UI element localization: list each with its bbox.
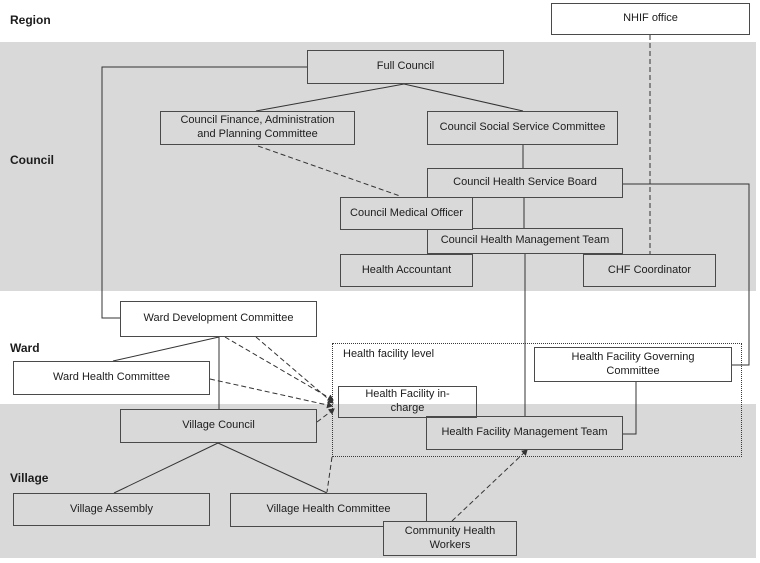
node-health-accountant: Health Accountant bbox=[340, 254, 473, 287]
node-council-medical-officer: Council Medical Officer bbox=[340, 197, 473, 230]
node-village-council: Village Council bbox=[120, 409, 317, 443]
node-chf-coordinator: CHF Coordinator bbox=[583, 254, 716, 287]
node-council-health-service-board: Council Health Service Board bbox=[427, 168, 623, 198]
node-council-finance-committee: Council Finance, Administration and Plan… bbox=[160, 111, 355, 145]
node-village-assembly: Village Assembly bbox=[13, 493, 210, 526]
node-ward-development-committee: Ward Development Committee bbox=[120, 301, 317, 337]
node-community-health-workers: Community Health Workers bbox=[383, 521, 517, 556]
dashed-connectors bbox=[209, 35, 651, 522]
ward-level-label: Ward bbox=[10, 341, 40, 355]
node-village-health-committee: Village Health Committee bbox=[230, 493, 427, 527]
council-level-label: Council bbox=[10, 153, 54, 167]
node-health-facility-in-charge: Health Facility in- charge bbox=[338, 386, 477, 418]
solid-connectors bbox=[101, 66, 750, 494]
node-nhif-office: NHIF office bbox=[551, 3, 750, 35]
village-level-label: Village bbox=[10, 471, 49, 485]
node-council-social-service-committee: Council Social Service Committee bbox=[427, 111, 618, 145]
region-level-label: Region bbox=[10, 13, 51, 27]
health-facility-level-group-label: Health facility level bbox=[343, 348, 435, 360]
node-health-facility-governing-committee: Health Facility Governing Committee bbox=[534, 347, 732, 382]
node-full-council: Full Council bbox=[307, 50, 504, 84]
node-health-facility-management-team: Health Facility Management Team bbox=[426, 416, 623, 450]
node-council-health-management-team: Council Health Management Team bbox=[427, 228, 623, 254]
node-ward-health-committee: Ward Health Committee bbox=[13, 361, 210, 395]
